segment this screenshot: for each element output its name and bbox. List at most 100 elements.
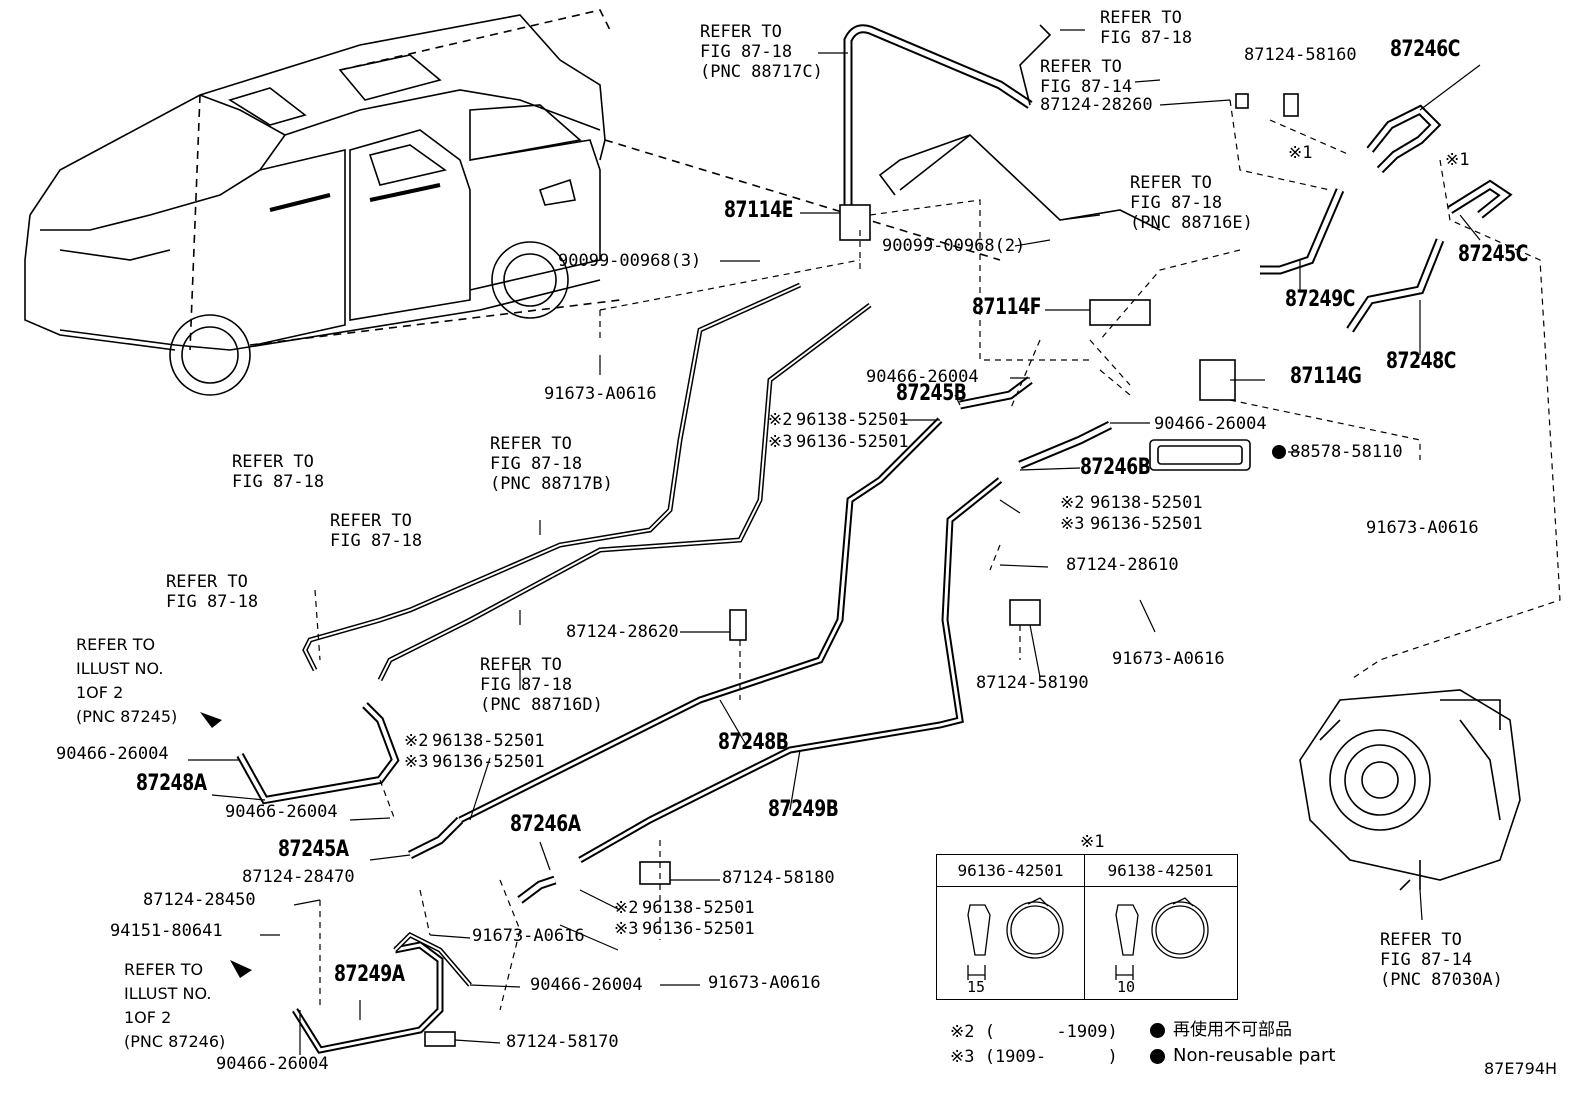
part-number-label: 87124-28470 xyxy=(242,867,355,887)
part-number-label: 90466-26004 xyxy=(56,744,169,764)
label-leaders xyxy=(188,29,1481,1055)
note-symbol: ※2 xyxy=(614,898,639,918)
clamp-ring-icon xyxy=(1151,901,1209,959)
part-number-label: 87246C xyxy=(1390,37,1460,62)
part-number-label: 87248A xyxy=(136,771,207,796)
blower-unit xyxy=(1299,689,1521,891)
legend-non-reusable-jp: 再使用不可部品 xyxy=(1150,1018,1292,1042)
upper-lines xyxy=(839,24,1299,471)
part-number-label: 87124-58190 xyxy=(976,673,1089,693)
part-number-label: 91673-A0616 xyxy=(544,384,657,404)
part-number-label: 87124-58170 xyxy=(506,1032,619,1052)
part-number-label: 96138-52501 xyxy=(1090,493,1203,513)
part-number-label: 96138-52501 xyxy=(796,410,909,430)
part-number-label: 94151-80641 xyxy=(110,921,223,941)
part-number-label: 87246A xyxy=(510,812,581,837)
clamp-table: 96136-42501 96138-42501 15 10 xyxy=(936,854,1238,1000)
clamp-table-heading: ※1 xyxy=(1080,832,1105,852)
clamp-table-col2-header: 96138-42501 xyxy=(1084,855,1237,887)
vehicle-dashed-link xyxy=(189,9,1001,351)
arrow-icon xyxy=(200,712,222,728)
part-number-label: 90099-00968(3) xyxy=(558,251,702,271)
legend-note-3: ※3 (1909- ) xyxy=(950,1047,1118,1067)
note-symbol: ※3 xyxy=(1060,514,1085,534)
part-number-label: 91673-A0616 xyxy=(1112,649,1225,669)
part-number-label: 90466-26004 xyxy=(866,367,979,387)
part-number-label: 87114E xyxy=(724,198,794,223)
note-symbol: ※1 xyxy=(1288,143,1313,163)
part-number-label: 96136-52501 xyxy=(1090,514,1203,534)
part-number-label: 87124-28450 xyxy=(143,890,256,910)
clamp-side-icon xyxy=(1115,904,1139,956)
part-number-label: 91673-A0616 xyxy=(472,926,585,946)
part-number-label: 87245C xyxy=(1458,242,1528,267)
note-symbol: ※2 xyxy=(404,731,429,751)
note-symbol: ※2 xyxy=(768,410,793,430)
clamp-ring-icon xyxy=(1006,901,1064,959)
diagram-id: 87E794H xyxy=(1484,1059,1558,1078)
part-number-label: 87114G xyxy=(1290,364,1362,389)
part-number-label: 96136-52501 xyxy=(432,752,545,772)
clamp-dimension: 15 xyxy=(967,978,986,996)
part-number-label: 96138-52501 xyxy=(642,898,755,918)
lower-left-hoses xyxy=(236,599,1041,1054)
arrow-icon xyxy=(230,960,252,978)
rear-hoses xyxy=(1260,104,1513,333)
part-number-label: 96136-52501 xyxy=(796,432,909,452)
part-number-label: 88578-58110 xyxy=(1290,442,1403,462)
part-number-label: 87249A xyxy=(334,962,405,987)
part-number-label: 90466-26004 xyxy=(225,802,338,822)
part-number-label: 90466-26004 xyxy=(530,975,643,995)
part-number-label: 87124-28610 xyxy=(1066,555,1179,575)
filled-dot-icon xyxy=(1150,1022,1165,1038)
part-number-label: 87114F xyxy=(972,295,1042,320)
part-number-label: 87124-58160 xyxy=(1244,45,1357,65)
legend-note-2: ※2 ( -1909) xyxy=(950,1022,1118,1042)
part-number-label: 90466-26004 xyxy=(216,1054,329,1074)
part-number-label: 87245A xyxy=(278,837,349,862)
part-number-label: 87246B xyxy=(1080,455,1151,480)
legend-non-reusable-en: Non-reusable part xyxy=(1150,1044,1335,1068)
part-number-label: 91673-A0616 xyxy=(1366,518,1479,538)
clamp-side-icon xyxy=(967,904,991,956)
vehicle-illustration xyxy=(24,14,606,396)
part-number-label: 87249B xyxy=(768,797,839,822)
non-reusable-dot-icon xyxy=(1272,445,1286,459)
part-number-label: 96138-52501 xyxy=(432,731,545,751)
part-number-label: 87124-28260 xyxy=(1040,95,1153,115)
note-symbol: ※1 xyxy=(1445,150,1470,170)
part-number-label: 87124-28620 xyxy=(566,622,679,642)
part-number-label: 87124-58180 xyxy=(722,868,835,888)
arrows xyxy=(200,445,1286,978)
part-number-label: 87249C xyxy=(1285,287,1355,312)
note-symbol: ※3 xyxy=(614,919,639,939)
filled-dot-icon xyxy=(1150,1048,1165,1064)
note-symbol: ※3 xyxy=(404,752,429,772)
part-number-label: 90099-00968(2) xyxy=(882,236,1026,256)
part-number-label: 87248B xyxy=(718,730,789,755)
part-number-label: 91673-A0616 xyxy=(708,973,821,993)
part-number-label: 90466-26004 xyxy=(1154,414,1267,434)
note-symbol: ※3 xyxy=(768,432,793,452)
note-symbol: ※2 xyxy=(1060,493,1085,513)
part-number-label: 96136-52501 xyxy=(642,919,755,939)
part-number-label: 87245B xyxy=(896,381,967,406)
clamp-table-col1-header: 96136-42501 xyxy=(937,855,1084,887)
dashed-leaders xyxy=(314,99,1561,1011)
part-number-label: 87248C xyxy=(1386,349,1456,374)
long-lines xyxy=(302,282,1113,864)
clamp-dimension: 10 xyxy=(1117,978,1136,996)
